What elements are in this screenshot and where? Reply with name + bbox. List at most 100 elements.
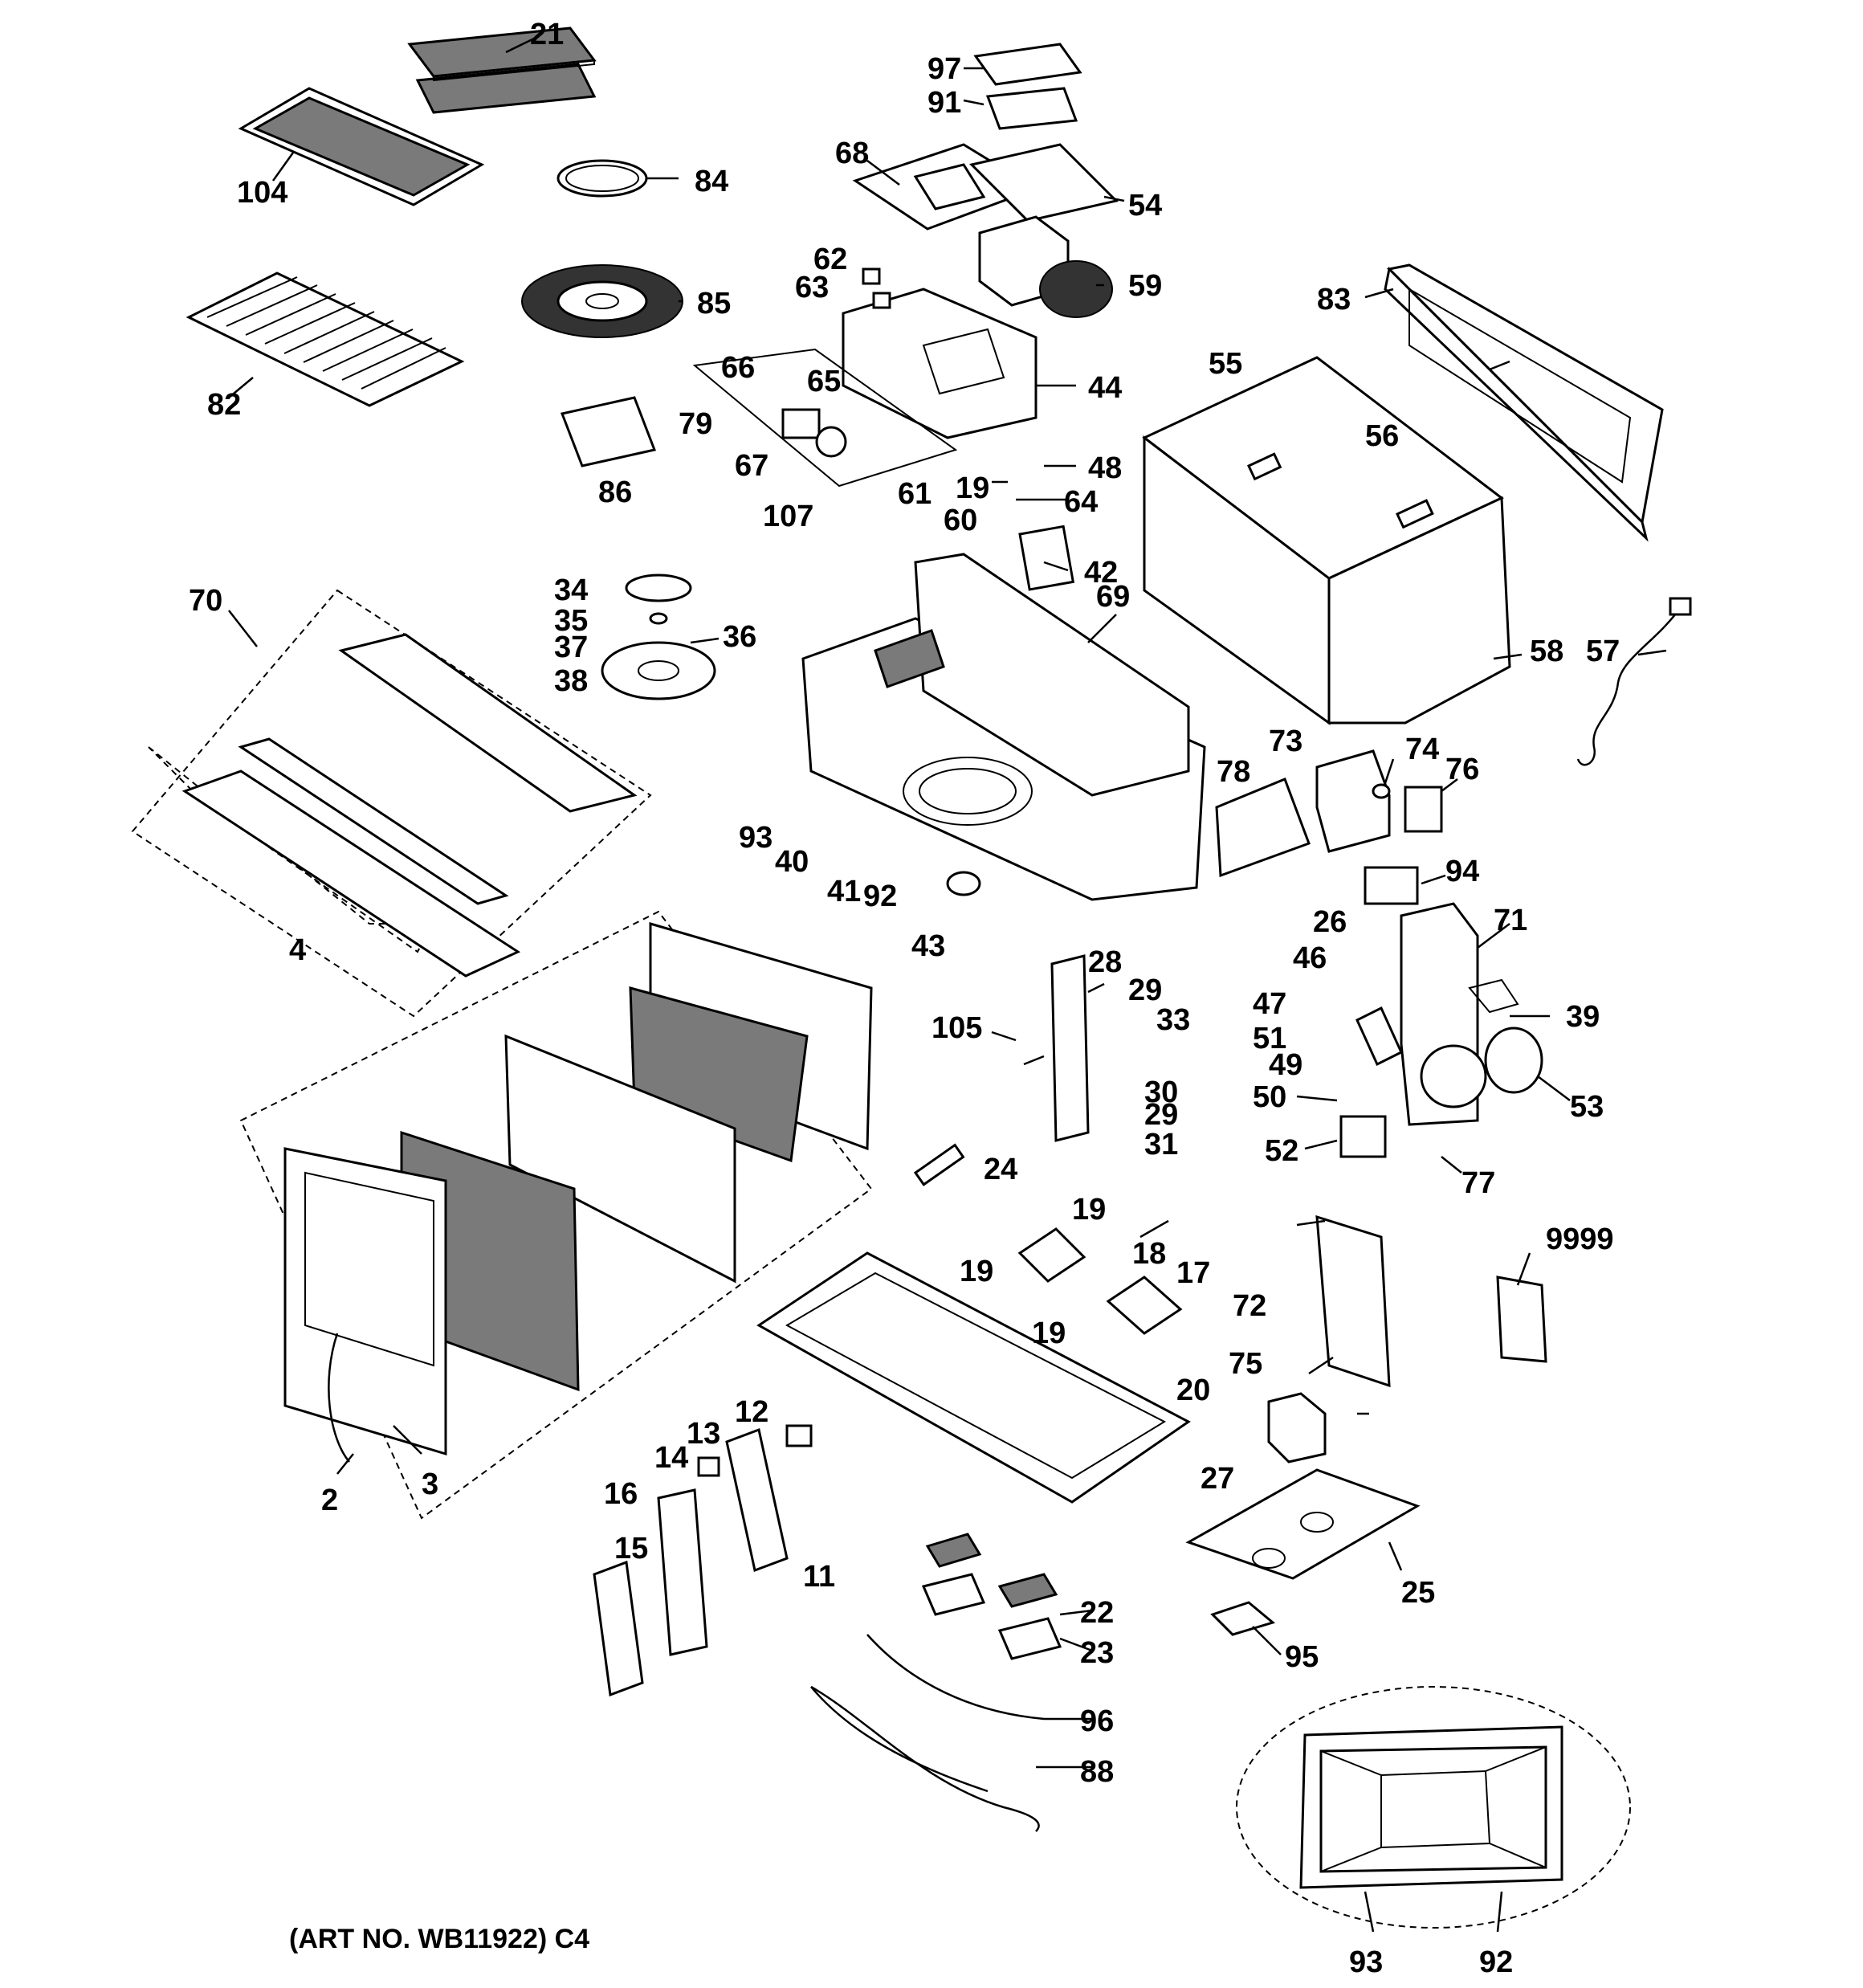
leader-lines	[228, 37, 1667, 1933]
label-19-b: 19	[1072, 1193, 1106, 1227]
label-60: 60	[944, 504, 977, 537]
control-panel-group-70	[131, 589, 652, 1018]
label-68: 68	[835, 137, 869, 170]
label-52: 52	[1265, 1134, 1298, 1168]
fuse-holder-76	[1404, 786, 1443, 833]
label-49: 49	[1269, 1048, 1302, 1082]
label-19-d: 19	[1032, 1316, 1066, 1350]
label-61: 61	[898, 477, 932, 511]
filter-22-23	[921, 1533, 1062, 1660]
label-24: 24	[984, 1153, 1017, 1186]
thermal-62-63	[862, 267, 891, 309]
label-29-a: 29	[1128, 974, 1162, 1007]
label-96: 96	[1080, 1704, 1114, 1738]
art-number: (ART NO. WB11922) C4	[289, 1924, 589, 1954]
label-11: 11	[803, 1560, 835, 1594]
label-19-c: 19	[960, 1255, 993, 1288]
label-82: 82	[207, 388, 241, 422]
label-37: 37	[554, 631, 588, 664]
bottom-plate-25	[1185, 1468, 1421, 1580]
label-14: 14	[654, 1441, 688, 1475]
label-72: 72	[1233, 1289, 1266, 1323]
label-20: 20	[1176, 1374, 1210, 1407]
label-97: 97	[927, 52, 961, 86]
label-95: 95	[1285, 1640, 1319, 1674]
label-67: 67	[735, 449, 768, 483]
label-104: 104	[237, 176, 287, 210]
label-48: 48	[1088, 451, 1122, 485]
label-64: 64	[1064, 485, 1098, 519]
label-50: 50	[1253, 1080, 1286, 1114]
part-labels: 21 104 84 82 85 86 97 91 68 54 62 63 59 …	[189, 18, 1620, 1979]
vent-97-91	[973, 43, 1082, 130]
label-28: 28	[1088, 945, 1122, 979]
light-assembly-17-19	[913, 1143, 1183, 1335]
label-40: 40	[775, 845, 809, 879]
label-85: 85	[697, 287, 731, 320]
label-75: 75	[1229, 1347, 1262, 1381]
door-group	[239, 910, 873, 1520]
label-92-b: 92	[1479, 1945, 1513, 1979]
label-63: 63	[795, 271, 829, 304]
label-84: 84	[695, 165, 728, 198]
latch-bracket-44	[842, 288, 1037, 439]
label-65: 65	[807, 365, 841, 398]
label-33: 33	[1156, 1003, 1190, 1037]
fan-motor-59	[978, 215, 1113, 318]
label-53: 53	[1570, 1090, 1604, 1124]
label-2: 2	[321, 1484, 338, 1517]
waveguide-cover-86	[560, 396, 657, 467]
label-25: 25	[1401, 1576, 1435, 1610]
label-55: 55	[1209, 347, 1242, 381]
magnetron-73	[1315, 749, 1391, 853]
label-88: 88	[1080, 1755, 1114, 1789]
label-91: 91	[927, 86, 961, 120]
label-54: 54	[1128, 189, 1162, 222]
label-43: 43	[911, 929, 945, 963]
label-17: 17	[1176, 1256, 1210, 1290]
label-21: 21	[530, 18, 564, 51]
capacitor-74	[1372, 783, 1391, 799]
cover-15	[593, 1560, 644, 1697]
label-4: 4	[289, 933, 306, 967]
control-board-12-16	[657, 1424, 813, 1656]
label-16: 16	[604, 1477, 638, 1511]
label-13: 13	[687, 1417, 720, 1451]
label-30: 30	[1144, 1076, 1178, 1109]
motor-43	[946, 871, 981, 896]
label-93-a: 93	[739, 821, 773, 855]
label-58: 58	[1530, 635, 1563, 668]
power-cord-57	[1576, 597, 1692, 766]
label-71: 71	[1494, 904, 1527, 937]
label-12: 12	[735, 1395, 768, 1429]
label-79: 79	[679, 407, 712, 441]
label-92-a: 92	[863, 880, 897, 913]
vent-54	[969, 143, 1119, 222]
label-42: 42	[1084, 556, 1118, 590]
label-44: 44	[1088, 371, 1122, 405]
label-9999: 9999	[1546, 1223, 1614, 1256]
label-57: 57	[1586, 635, 1620, 668]
label-47: 47	[1253, 987, 1286, 1021]
label-70: 70	[189, 584, 222, 618]
switch-group-107	[692, 348, 958, 488]
label-23: 23	[1080, 1636, 1114, 1670]
capacitor-49	[1355, 1006, 1403, 1067]
label-26: 26	[1313, 905, 1347, 939]
label-22: 22	[1080, 1596, 1114, 1630]
label-107: 107	[763, 500, 813, 533]
label-94: 94	[1445, 855, 1479, 888]
back-panel-83	[1384, 263, 1664, 542]
harness-88-96	[810, 1634, 1045, 1832]
label-34: 34	[554, 574, 588, 607]
label-39: 39	[1566, 1000, 1600, 1034]
label-73: 73	[1269, 725, 1302, 758]
label-41: 41	[827, 875, 861, 908]
fan-blade-53	[1484, 1027, 1543, 1094]
label-69: 69	[1096, 580, 1130, 614]
turntable-tray-85	[521, 264, 683, 338]
label-31: 31	[1144, 1128, 1178, 1161]
label-51: 51	[1253, 1022, 1286, 1055]
bracket-78	[1215, 778, 1311, 878]
